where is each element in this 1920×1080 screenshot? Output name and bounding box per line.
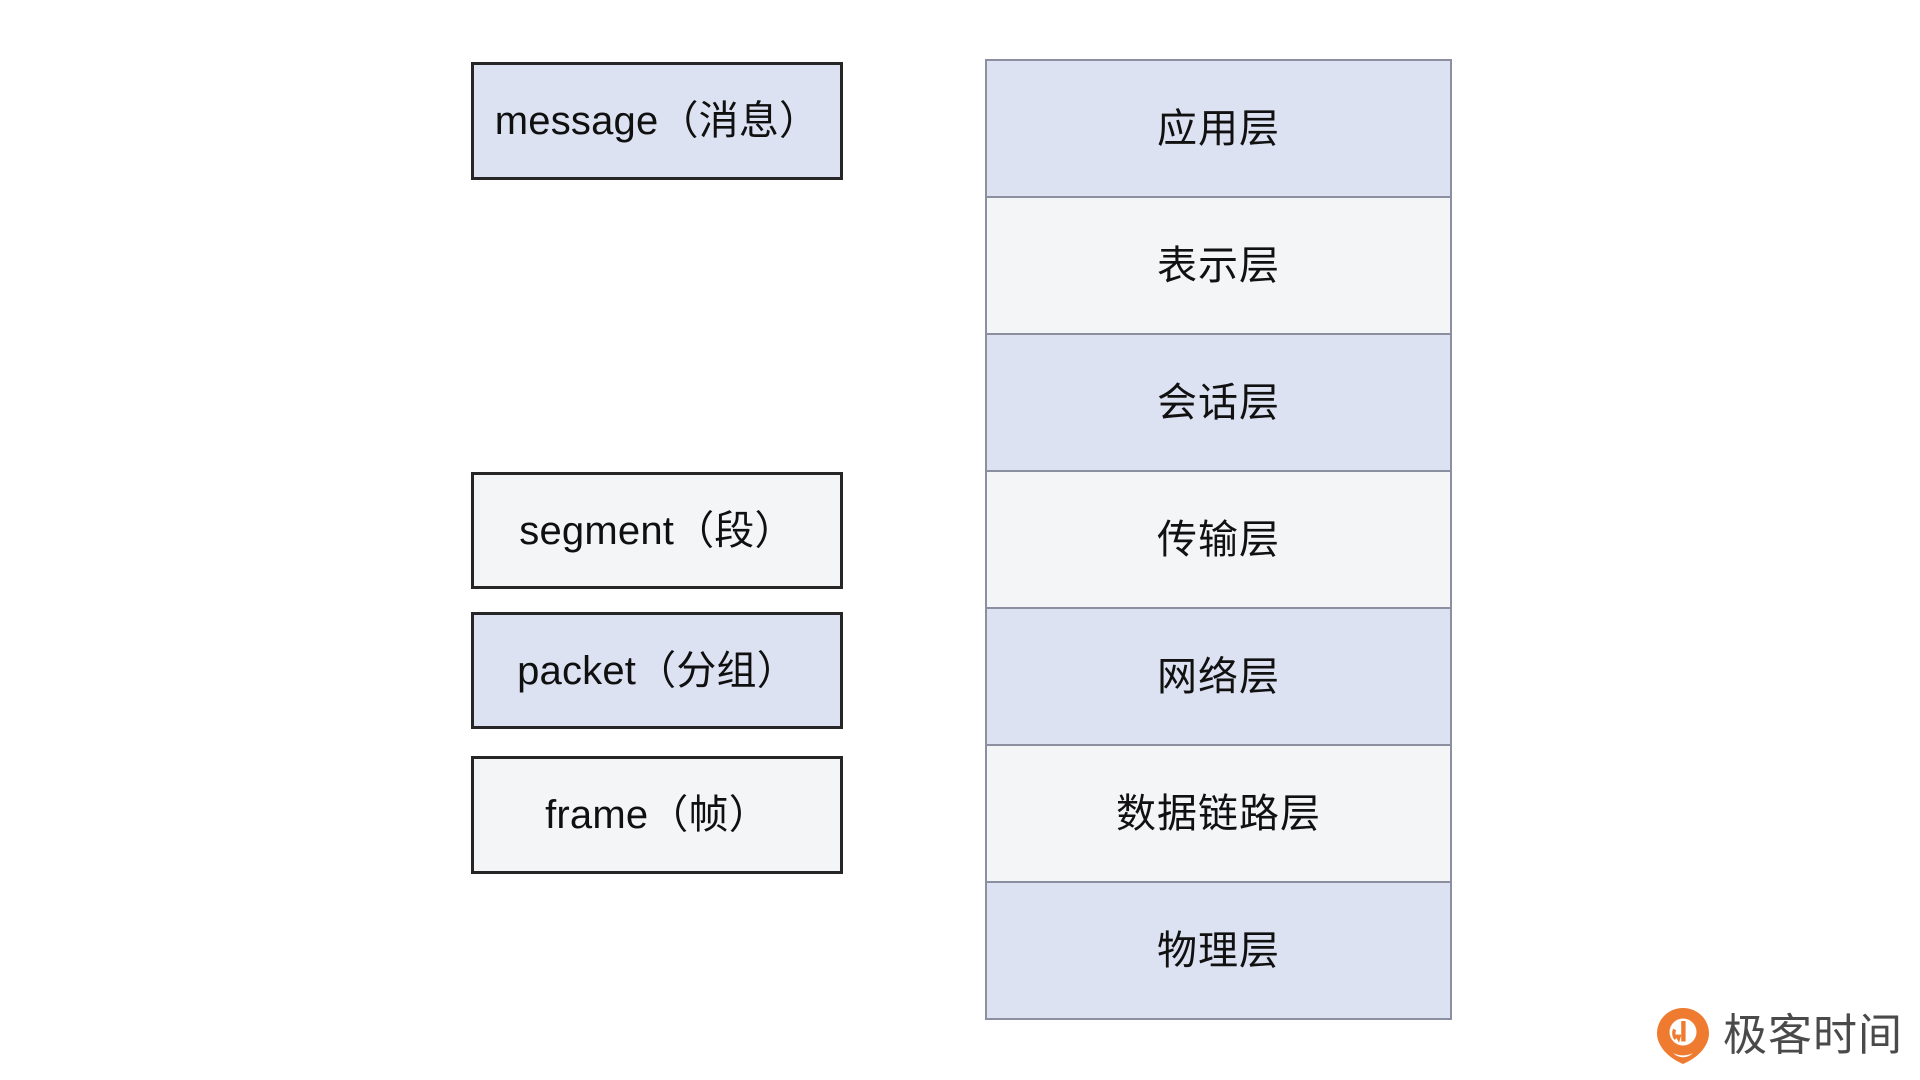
osi-layer-presentation: 表示层 xyxy=(987,198,1450,335)
pdu-label-segment: segment（段） xyxy=(519,508,795,553)
osi-layer-stack: 应用层 表示层 会话层 传输层 网络层 数据链路层 物理层 xyxy=(985,59,1452,1020)
brand-name: 极客时间 xyxy=(1723,1010,1903,1061)
brand-watermark: 极客时间 xyxy=(1655,1005,1905,1067)
osi-layer-application: 应用层 xyxy=(987,61,1450,198)
pdu-box-message: message（消息） xyxy=(471,62,843,180)
osi-label-application: 应用层 xyxy=(1157,106,1280,151)
osi-layer-transport: 传输层 xyxy=(987,472,1450,609)
osi-label-presentation: 表示层 xyxy=(1157,243,1280,288)
pdu-box-segment: segment（段） xyxy=(471,472,843,589)
geektime-pin-icon xyxy=(1657,1008,1709,1064)
pdu-label-message: message（消息） xyxy=(494,99,820,143)
osi-label-physical: 物理层 xyxy=(1157,928,1280,973)
osi-label-datalink: 数据链路层 xyxy=(1116,791,1321,836)
pdu-box-packet: packet（分组） xyxy=(471,612,843,729)
osi-label-session: 会话层 xyxy=(1157,380,1280,425)
osi-layer-physical: 物理层 xyxy=(987,883,1450,1018)
osi-label-network: 网络层 xyxy=(1157,654,1280,699)
osi-layer-session: 会话层 xyxy=(987,335,1450,472)
pdu-label-frame: frame（帧） xyxy=(545,793,769,837)
pdu-box-frame: frame（帧） xyxy=(471,756,843,874)
osi-layer-network: 网络层 xyxy=(987,609,1450,746)
pdu-label-packet: packet（分组） xyxy=(517,648,797,693)
osi-label-transport: 传输层 xyxy=(1157,517,1280,562)
osi-layer-datalink: 数据链路层 xyxy=(987,746,1450,883)
